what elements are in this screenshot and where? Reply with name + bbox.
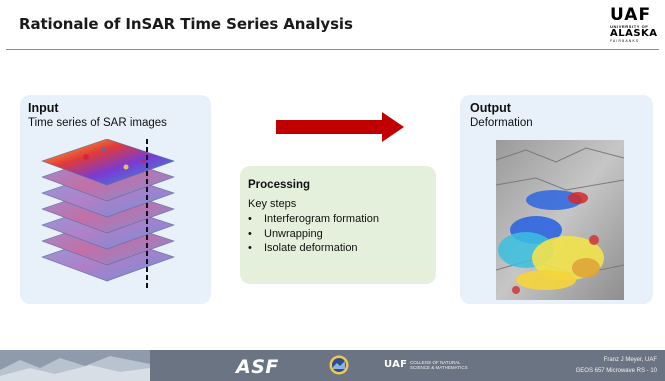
asf-logo: ASF bbox=[236, 356, 279, 378]
seal-icon bbox=[329, 355, 349, 375]
footer-landscape-image bbox=[0, 350, 150, 381]
processing-steps: •Interferogram formation •Unwrapping •Is… bbox=[248, 212, 379, 256]
output-title: Output bbox=[470, 101, 511, 115]
bullet-icon: • bbox=[248, 213, 252, 225]
processing-step: •Interferogram formation bbox=[248, 213, 379, 225]
college-line2: SCIENCE & MATHEMATICS bbox=[410, 365, 468, 370]
footer-bar: ASF UAF COLLEGE OF NATURAL SCIENCE & MAT… bbox=[0, 350, 665, 381]
processing-step: •Unwrapping bbox=[248, 227, 323, 240]
logo-name: ALASKA bbox=[610, 28, 658, 39]
deformation-map bbox=[496, 140, 624, 300]
title-divider bbox=[6, 49, 659, 50]
logo-line-top: UNIVERSITY OF bbox=[610, 24, 649, 29]
processing-step: •Isolate deformation bbox=[248, 242, 358, 254]
bullet-icon: • bbox=[248, 242, 252, 254]
processing-panel bbox=[240, 166, 436, 284]
college-line1: COLLEGE OF NATURAL bbox=[410, 360, 461, 365]
course-credit: GEOS 657 Microwave RS - 10 bbox=[575, 368, 657, 374]
sar-layer-top bbox=[41, 139, 175, 186]
slide-title: Rationale of InSAR Time Series Analysis bbox=[19, 15, 353, 33]
output-subtitle: Deformation bbox=[470, 117, 533, 129]
sar-image-stack bbox=[41, 139, 175, 289]
flow-arrow-icon bbox=[276, 112, 404, 142]
bullet-icon: • bbox=[248, 227, 252, 240]
processing-title: Processing bbox=[248, 179, 310, 191]
processing-subtitle: Key steps bbox=[248, 198, 297, 210]
logo-mark: UAF bbox=[610, 5, 652, 25]
college-mark: UAF bbox=[384, 359, 408, 370]
input-title: Input bbox=[28, 101, 59, 115]
logo-line-bottom: FAIRBANKS bbox=[610, 39, 640, 43]
input-subtitle: Time series of SAR images bbox=[28, 117, 167, 129]
author-credit: Franz J Meyer, UAF bbox=[603, 357, 657, 363]
uaf-logo: UAF UNIVERSITY OF ALASKA FAIRBANKS bbox=[610, 7, 658, 47]
